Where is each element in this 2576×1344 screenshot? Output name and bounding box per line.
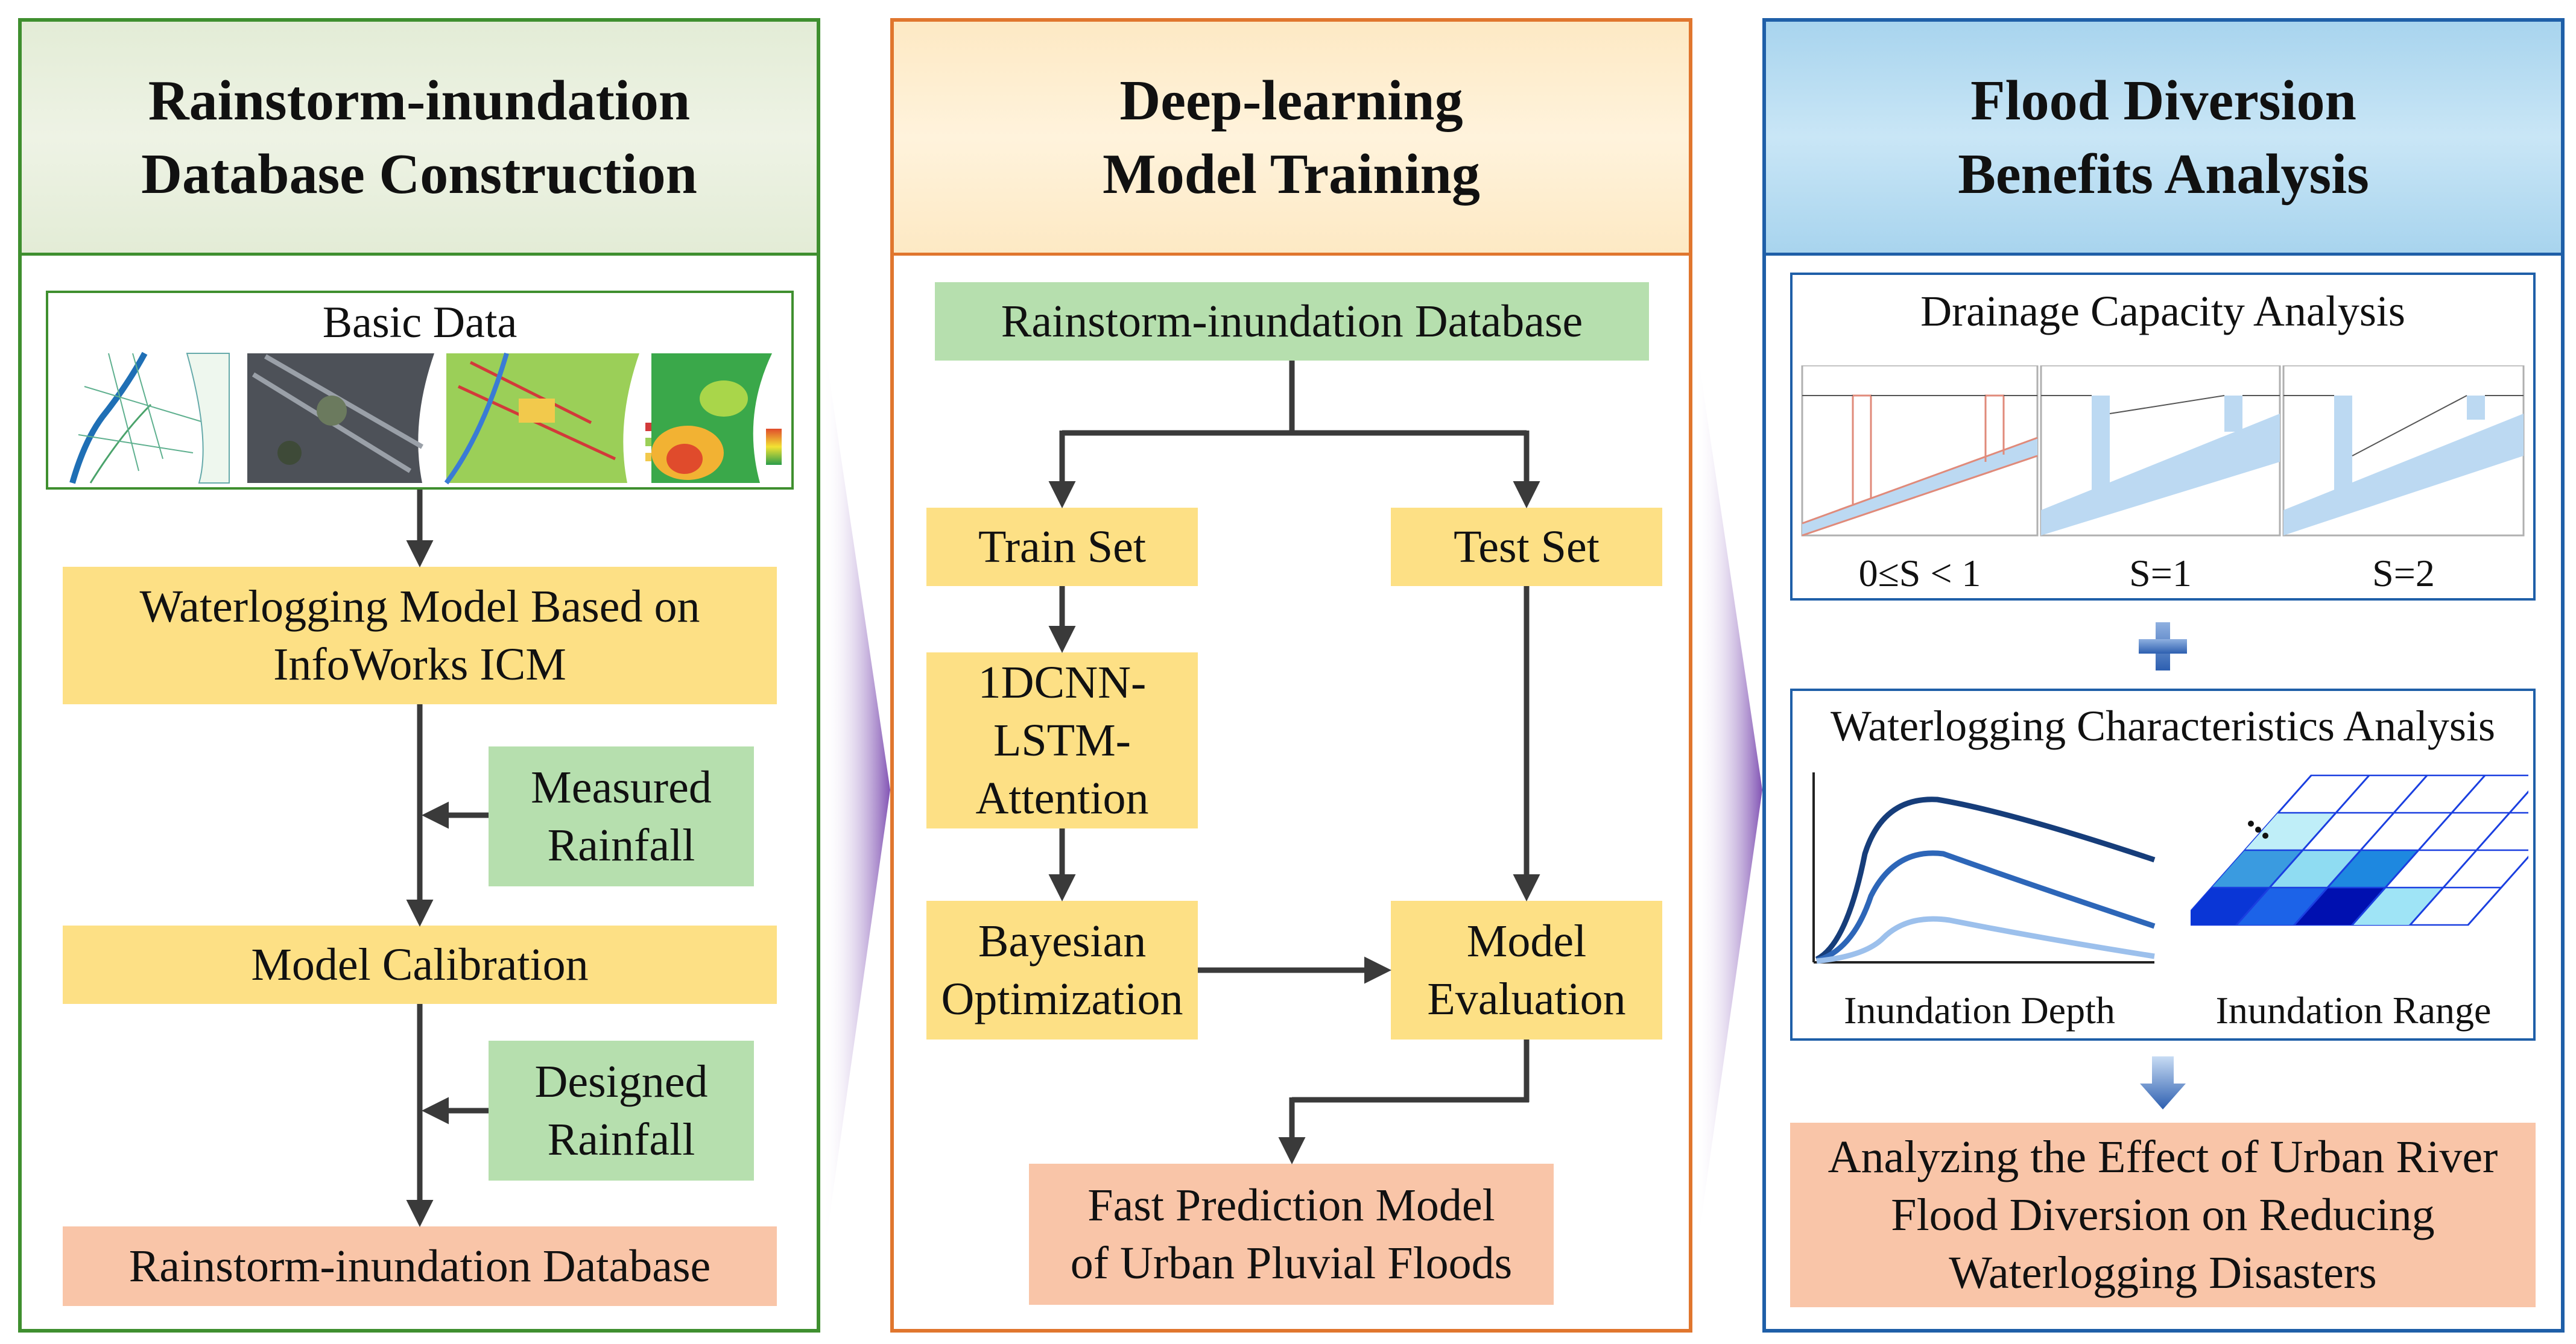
pipe-diagram-0 [1801, 365, 2039, 537]
basic-data-title: Basic Data [322, 298, 517, 347]
pipe-diagram-2 [2282, 365, 2525, 537]
designed-rainfall-line1: Designed [534, 1056, 708, 1107]
down-arrow-icon [2140, 1056, 2186, 1109]
measured-rainfall-line1: Measured [531, 762, 712, 813]
pipe-diagram-1 [2040, 365, 2281, 537]
s-label-2: S=2 [2372, 552, 2435, 595]
panel2-title-line2: Model Training [1103, 142, 1480, 206]
s-label-0: 0≤S < 1 [1858, 552, 1981, 595]
eval-line1: Model [1466, 916, 1587, 967]
bayes-line2: Optimization [941, 974, 1183, 1024]
bayes-line1: Bayesian [978, 916, 1147, 967]
panel-benefits-analysis [1762, 18, 2565, 1333]
panel1-database-box: Rainstorm-inundation Database [63, 1226, 777, 1306]
cnn-lstm-attention-box: 1DCNN- LSTM- Attention [926, 652, 1198, 828]
waterlogging-model-line2: InfoWorks ICM [273, 639, 566, 690]
panel1-title-line1: Rainstorm-inundation [148, 69, 691, 132]
fast-line1: Fast Prediction Model [1087, 1180, 1495, 1231]
panel3-title-line2: Benefits Analysis [1958, 142, 2369, 206]
model-evaluation-box: Model Evaluation [1391, 901, 1662, 1040]
panel3-header: Flood Diversion Benefits Analysis [1766, 22, 2561, 256]
s-label-1: S=1 [2129, 552, 2192, 595]
waterlogging-model-line1: Waterlogging Model Based on [139, 581, 700, 632]
inundation-depth-chart [1812, 772, 2156, 964]
inundation-range-label: Inundation Range [2215, 989, 2492, 1032]
measured-rainfall-line2: Rainfall [547, 820, 695, 871]
train-set-label: Train Set [978, 522, 1147, 572]
panel2-database-label: Rainstorm-inundation Database [1001, 296, 1583, 347]
train-set-box: Train Set [926, 508, 1198, 586]
designed-rainfall-line2: Rainfall [547, 1114, 695, 1165]
eval-line2: Evaluation [1427, 974, 1626, 1024]
fan-arrow-1 [823, 338, 890, 1260]
panel2-header: Deep-learning Model Training [894, 22, 1689, 256]
model-line2: LSTM- [993, 715, 1131, 766]
test-set-box: Test Set [1391, 508, 1662, 586]
fan-arrow-2 [1695, 338, 1762, 1260]
waterlogging-model-box: Waterlogging Model Based on InfoWorks IC… [63, 567, 777, 704]
result-line1: Analyzing the Effect of Urban River [1828, 1132, 2498, 1182]
test-set-label: Test Set [1454, 522, 1600, 572]
panel1-database-label: Rainstorm-inundation Database [128, 1241, 711, 1292]
panel3-title-line1: Flood Diversion [1970, 69, 2356, 132]
bayesian-optimization-box: Bayesian Optimization [926, 901, 1198, 1040]
map-thumbnail-icon [60, 352, 782, 485]
drainage-capacity-box: Drainage Capacity Analysis [1790, 273, 2536, 601]
panel2-database-box: Rainstorm-inundation Database [935, 282, 1649, 361]
waterlogging-title: Waterlogging Characteristics Analysis [1831, 702, 2495, 750]
inundation-range-grid [2191, 774, 2528, 926]
model-calibration-box: Model Calibration [63, 926, 777, 1004]
result-line2: Flood Diversion on Reducing [1891, 1190, 2435, 1240]
pipe-diagrams [1801, 365, 2525, 537]
fast-prediction-box: Fast Prediction Model of Urban Pluvial F… [1029, 1164, 1554, 1305]
panel-model-training [890, 18, 1692, 1333]
panel2-title-line1: Deep-learning [1119, 69, 1463, 132]
inundation-depth-label: Inundation Depth [1844, 989, 2115, 1032]
panel1-title-line2: Database Construction [141, 142, 697, 206]
fast-line2: of Urban Pluvial Floods [1070, 1238, 1513, 1289]
measured-rainfall-box: Measured Rainfall [489, 746, 754, 886]
panel1-header: Rainstorm-inundation Database Constructi… [22, 22, 817, 256]
waterlogging-characteristics-box: Waterlogging Characteristics Analysis [1790, 689, 2536, 1041]
model-calibration-label: Model Calibration [251, 939, 589, 990]
panel-database-construction [18, 18, 820, 1333]
model-line3: Attention [975, 773, 1149, 824]
model-line1: 1DCNN- [978, 657, 1147, 708]
plus-icon [2139, 622, 2187, 670]
result-analysis-box: Analyzing the Effect of Urban River Floo… [1790, 1123, 2536, 1307]
basic-data-box: Basic Data [46, 291, 794, 490]
drainage-title: Drainage Capacity Analysis [1920, 287, 2405, 335]
result-line3: Waterlogging Disasters [1949, 1248, 2377, 1298]
designed-rainfall-box: Designed Rainfall [489, 1041, 754, 1181]
